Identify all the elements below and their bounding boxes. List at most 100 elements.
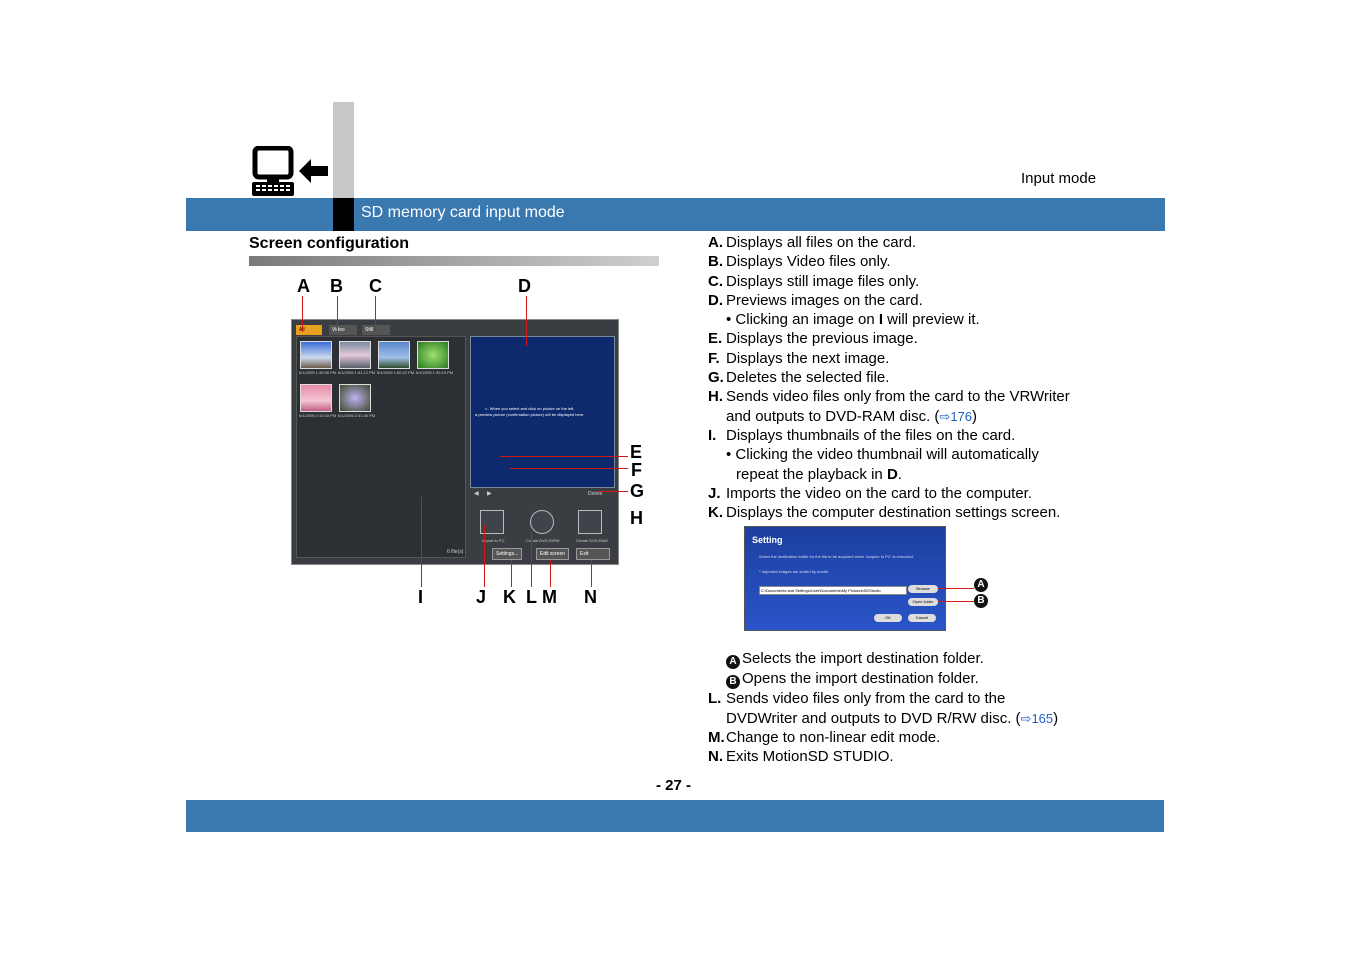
callout-line: [302, 296, 303, 332]
callout-line: [550, 560, 551, 587]
callout-e: E: [630, 442, 643, 462]
callout-d: D: [518, 276, 531, 296]
preview-msg-1: <- When you select and click on picture …: [485, 406, 575, 411]
left-arrow-icon: [299, 159, 328, 183]
list-note: • Clicking the video thumbnail will auto…: [726, 446, 1039, 464]
path-text: C:\Documents and Settings\User\Documents…: [761, 588, 881, 593]
callout-n: N: [584, 587, 597, 607]
callout-line: [511, 560, 512, 587]
arrow-right-icon: ⇨: [939, 408, 951, 424]
list-item: K.Displays the computer destination sett…: [708, 504, 1061, 522]
page-reference-link[interactable]: ⇨165: [1020, 710, 1054, 726]
list-item: M.Change to non-linear edit mode.: [708, 729, 941, 747]
callout-b: B: [330, 276, 343, 296]
settings-sub: * Imported images are sorted by month.: [759, 569, 830, 574]
page-heading: Screen configuration: [249, 235, 410, 252]
thumbnail: [339, 341, 371, 369]
settings-button: Settings...: [492, 548, 523, 560]
callout-line: [526, 296, 527, 346]
settings-dialog-screenshot: Setting Select the destination folder fo…: [744, 526, 946, 631]
callout-line: [500, 456, 628, 457]
big-button-label: Create DVD-RAM: [576, 538, 608, 543]
browse-button: Browse: [908, 585, 938, 593]
settings-title: Setting: [752, 535, 783, 545]
thumbnail: [300, 384, 332, 412]
list-continuation: DVDWriter and outputs to DVD R/RW disc. …: [726, 709, 1059, 727]
ok-button: OK: [874, 614, 902, 622]
exit-button: Exit: [576, 548, 610, 560]
callout-line: [484, 525, 485, 587]
mode-label: Input mode: [1021, 170, 1097, 187]
header-gray-tab: [333, 102, 354, 198]
list-item: J.Imports the video on the card to the c…: [708, 484, 1033, 502]
open-folder-button: Open folder: [908, 598, 938, 606]
thumb-caption: 6/1/2005 2:10:33 PM: [299, 413, 337, 418]
thumb-caption: 6/1/2005 1:50:22 PM: [377, 370, 415, 375]
create-dvd-ram-icon: [578, 510, 602, 534]
thumb-caption: 6/1/2005 1:40:09 PM: [299, 370, 337, 375]
edit-screen-button: Edit screen: [536, 548, 570, 560]
callout-g: G: [630, 481, 645, 501]
list-item: F.Displays the next image.: [708, 349, 890, 367]
page-reference-link[interactable]: ⇨176: [939, 408, 973, 424]
thumbnail: [339, 384, 371, 412]
create-dvd-r-icon: [530, 510, 554, 534]
thumbnail: [378, 341, 410, 369]
thumb-caption: 6/1/2005 1:51:12 PM: [338, 370, 376, 375]
callout-a: A: [297, 276, 310, 296]
path-field: C:\Documents and Settings\User\Documents…: [759, 586, 907, 595]
callout-k: K: [503, 587, 516, 607]
thumbnail-pane: 6/1/2005 1:40:09 PM 6/1/2005 1:51:12 PM …: [296, 336, 466, 558]
callout-h: H: [630, 508, 643, 528]
callout-line: [531, 532, 532, 587]
big-button-label: Import to PC: [482, 538, 505, 543]
list-item: N.Exits MotionSD STUDIO.: [708, 748, 894, 766]
section-title: SD memory card input mode: [361, 204, 565, 221]
preview-msg-2: a preview picture (confirmation picture)…: [475, 412, 585, 417]
footer-band: [186, 800, 1164, 832]
next-image-icon: ▶: [487, 491, 492, 497]
file-count: 6 file(s): [447, 549, 464, 555]
list-item: D.Previews images on the card.: [708, 291, 923, 309]
callout-line: [938, 588, 974, 589]
tab-video: Video: [329, 325, 357, 335]
callout-line: [337, 296, 338, 332]
tab-still: Still: [362, 325, 390, 335]
callout-l: L: [526, 587, 537, 607]
big-button-label: Create DVD-R/RW: [526, 538, 560, 543]
list-note: • Clicking an image on I will preview it…: [726, 311, 980, 329]
description-list: A.Displays all files on the card. B.Disp…: [708, 233, 1128, 767]
header-black-tab: [333, 198, 354, 231]
list-item: C.Displays still image files only.: [708, 272, 920, 290]
callout-i: I: [418, 587, 424, 607]
prev-image-icon: ◀: [474, 491, 479, 497]
callout-line: [591, 560, 592, 587]
callout-j: J: [476, 587, 487, 607]
arrow-right-icon: ⇨: [1020, 710, 1032, 726]
callout-line: [598, 491, 628, 492]
tab-all: All: [296, 325, 322, 335]
list-item: H.Sends video files only from the card t…: [708, 388, 1070, 406]
list-item: B.Displays Video files only.: [708, 253, 891, 271]
thumb-caption: 6/1/2005 1:39:19 PM: [416, 370, 454, 375]
list-item: G.Deletes the selected file.: [708, 369, 890, 387]
callout-m: M: [542, 587, 557, 607]
marker-b: B: [974, 594, 988, 608]
page-number: - 27 -: [656, 777, 692, 794]
marker-a: A: [974, 578, 988, 592]
list-continuation: and outputs to DVD-RAM disc. (⇨176): [726, 407, 978, 425]
callout-line: [510, 468, 628, 469]
thumbnail: [417, 341, 449, 369]
list-item: A.Displays all files on the card.: [708, 234, 917, 251]
computer-import-icon: [252, 146, 328, 196]
delete-label: Delete: [588, 491, 603, 497]
callout-line: [375, 296, 376, 332]
app-screenshot: All Video Still 6/1/2005 1:40:09 PM 6/1/…: [291, 319, 619, 565]
list-item: L.Sends video files only from the card t…: [708, 690, 1006, 708]
callout-line: [421, 497, 422, 587]
callout-c: C: [369, 276, 382, 296]
callout-line: [938, 601, 974, 602]
thumb-caption: 6/1/2005 2:41:40 PM: [338, 413, 376, 418]
settings-desc: Select the destination folder for the fi…: [759, 554, 914, 559]
